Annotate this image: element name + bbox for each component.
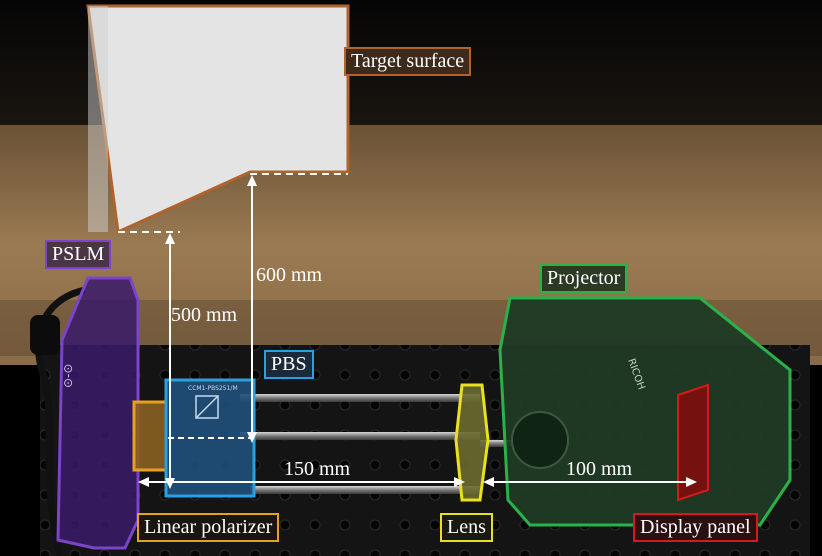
dimension-500-label: 500 mm — [171, 304, 238, 326]
rod-bottom — [250, 486, 480, 494]
dimension-150-label: 150 mm — [284, 458, 351, 480]
arrow-600 — [247, 175, 257, 443]
arrow-500 — [165, 233, 175, 489]
pbs-glyph-diagonal — [195, 395, 219, 419]
projector-outline — [498, 296, 792, 527]
display-panel-label: Display panel — [633, 513, 758, 542]
linear-polarizer-label: Linear polarizer — [137, 513, 280, 542]
dimension-600-label: 600 mm — [256, 264, 323, 286]
target-surface-label: Target surface — [344, 47, 472, 76]
lens-device — [456, 385, 488, 500]
target-surface-shade — [88, 6, 108, 232]
display-panel-outline — [677, 383, 709, 502]
pslm-label: PSLM — [45, 240, 112, 269]
cable — [35, 286, 86, 556]
projector-device — [500, 298, 790, 525]
cable-ferrite — [30, 315, 60, 355]
rod-top — [240, 394, 480, 402]
projector-label: Projector — [540, 264, 628, 293]
pslm-symbols: ⊙-⊙ — [61, 364, 75, 388]
pbs-label: PBS — [264, 350, 314, 379]
target-surface-board — [88, 6, 348, 232]
projector-lens-ring — [511, 411, 569, 469]
pbs-part-number: CCM1-PBS251/M — [188, 385, 238, 392]
lens-label: Lens — [440, 513, 493, 542]
arrow-150 — [138, 477, 465, 487]
display-panel — [678, 385, 708, 500]
linear-polarizer-device — [134, 402, 166, 470]
target-surface-edge — [86, 4, 350, 235]
pbs-glyph — [195, 395, 219, 419]
arrow-100 — [483, 477, 697, 487]
pslm-device — [58, 278, 138, 548]
pslm-outline — [56, 276, 140, 550]
lens-outline — [454, 383, 490, 502]
rod-middle — [240, 432, 480, 440]
dimension-100-label: 100 mm — [566, 458, 633, 480]
